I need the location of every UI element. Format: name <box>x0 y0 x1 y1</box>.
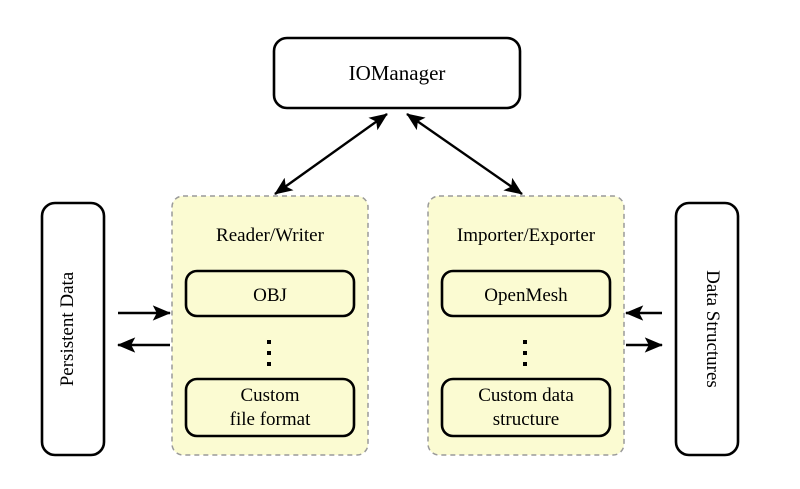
persistent-data-label: Persistent Data <box>57 271 78 386</box>
edge-manager-reader-writer <box>274 113 388 195</box>
reader-writer-item-custom-file-format[interactable]: Custom file format <box>184 377 356 438</box>
custom-data-structure-label-line1: Custom data <box>478 385 574 406</box>
custom-file-format-label-line2: file format <box>230 409 311 430</box>
importer-exporter-ellipsis-icon <box>523 340 527 366</box>
custom-file-format-box <box>184 377 356 438</box>
importer-exporter-item-custom-data-structure[interactable]: Custom data structure <box>440 377 612 438</box>
persistent-data-box <box>40 201 106 457</box>
iomanager-label: IOManager <box>349 61 446 85</box>
reader-writer-item-obj[interactable]: OBJ <box>184 269 356 318</box>
data-structures-node[interactable]: Data Structures <box>674 201 740 457</box>
group-reader-writer[interactable]: Reader/Writer OBJ Custom file format <box>171 195 369 456</box>
custom-data-structure-label-line2: structure <box>493 409 559 430</box>
iomanager-node[interactable]: IOManager <box>272 36 522 110</box>
openmesh-label: OpenMesh <box>484 285 568 306</box>
reader-writer-title: Reader/Writer <box>216 225 325 246</box>
obj-box <box>184 269 356 318</box>
persistent-data-node[interactable]: Persistent Data <box>40 201 106 457</box>
importer-exporter-title: Importer/Exporter <box>457 225 596 246</box>
reader-writer-ellipsis-icon <box>267 340 271 366</box>
data-structures-label: Data Structures <box>702 270 723 388</box>
custom-file-format-label-line1: Custom <box>240 385 299 406</box>
importer-exporter-item-openmesh[interactable]: OpenMesh <box>440 269 612 318</box>
edge-manager-importer-exporter <box>406 113 523 195</box>
openmesh-box <box>440 269 612 318</box>
data-structures-box <box>674 201 740 457</box>
group-importer-exporter[interactable]: Importer/Exporter OpenMesh Custom data s… <box>427 195 625 456</box>
obj-label: OBJ <box>253 285 287 306</box>
iomanager-box <box>272 36 522 110</box>
custom-data-structure-box <box>440 377 612 438</box>
